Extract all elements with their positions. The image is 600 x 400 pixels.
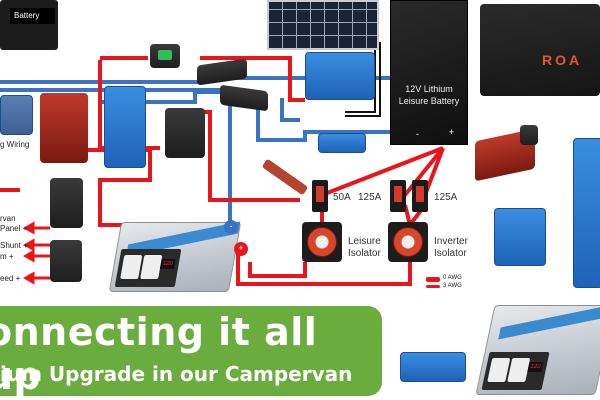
circuit-breaker — [165, 108, 205, 158]
output-label: Panel + — [0, 224, 28, 233]
starter-battery-label: Battery — [10, 8, 55, 24]
mains-charger — [104, 86, 146, 168]
battery-neg-terminal: - — [416, 129, 419, 139]
inverter-product: 120 — [475, 304, 600, 395]
battery-to-battery-charger — [40, 93, 88, 163]
roam-battery: ROA — [480, 4, 600, 96]
battery-monitor — [0, 95, 33, 135]
positive-wires — [0, 56, 445, 286]
page-title: onnecting it all up — [0, 310, 318, 398]
smart-shunt-product — [400, 352, 466, 382]
legend-swatch-0awg — [426, 277, 440, 282]
circuit-breaker-2 — [50, 178, 83, 228]
wiring-label: g Wiring — [0, 140, 30, 149]
lithium-battery-label-1: 12V Lithium — [405, 84, 453, 94]
battery-pos-terminal: + — [449, 127, 455, 137]
blue-smart-charger-product — [573, 138, 600, 288]
inline-circuit-breaker — [150, 44, 180, 68]
inverter-isolator-label-1: Inverter — [434, 236, 468, 247]
isolator-knob-icon — [307, 227, 337, 257]
legend-label-0awg: 0 AWG — [443, 275, 462, 281]
fuse-125a-2 — [412, 180, 428, 212]
inverter-pos-terminal: + — [234, 242, 248, 256]
output-label: rvan — [0, 214, 16, 223]
smart-shunt — [318, 133, 366, 153]
inverter: 120 — [108, 221, 242, 292]
mppt-solar-controller — [305, 52, 375, 100]
isolator-knob-icon — [393, 227, 423, 257]
fuse-50a — [312, 180, 328, 212]
starter-battery: Battery — [0, 0, 58, 50]
page-subtitle: ium Upgrade in our Campervan — [0, 362, 353, 386]
breaker-switch-icon — [158, 50, 172, 60]
lithium-leisure-battery: 12V Lithium Leisure Battery - + — [390, 0, 468, 145]
fuse-label-50a: 50A — [333, 192, 351, 203]
fuse-label-125a-1: 125A — [358, 192, 382, 203]
legend-label-3awg: 3 AWG — [443, 283, 462, 289]
inverter-isolator — [388, 222, 428, 262]
solar-wires — [345, 42, 381, 117]
output-arrows — [22, 221, 50, 285]
fuse-box — [50, 240, 82, 282]
roam-brand: ROA — [542, 52, 583, 68]
legend-swatch-3awg — [426, 285, 440, 288]
inverter-neg-terminal: - — [224, 220, 238, 234]
output-label: Shunt + — [0, 241, 28, 250]
title-banner: onnecting it all up ium Upgrade in our C… — [0, 306, 382, 398]
leisure-isolator-label-1: Leisure — [348, 236, 381, 247]
fuse-label-125a-2: 125A — [434, 192, 458, 203]
dc-charger-handle — [520, 125, 538, 145]
leisure-isolator — [302, 222, 342, 262]
mppt-controller-product — [494, 208, 546, 266]
inverter-isolator-label-2: Isolator — [434, 248, 467, 259]
lithium-battery-label-2: Leisure Battery — [398, 96, 460, 106]
output-label: eed + — [0, 274, 21, 283]
leisure-isolator-label-2: Isolator — [348, 248, 381, 259]
solar-panel — [267, 0, 379, 50]
fuse-125a-1 — [390, 180, 406, 212]
output-label: m + — [0, 252, 14, 261]
